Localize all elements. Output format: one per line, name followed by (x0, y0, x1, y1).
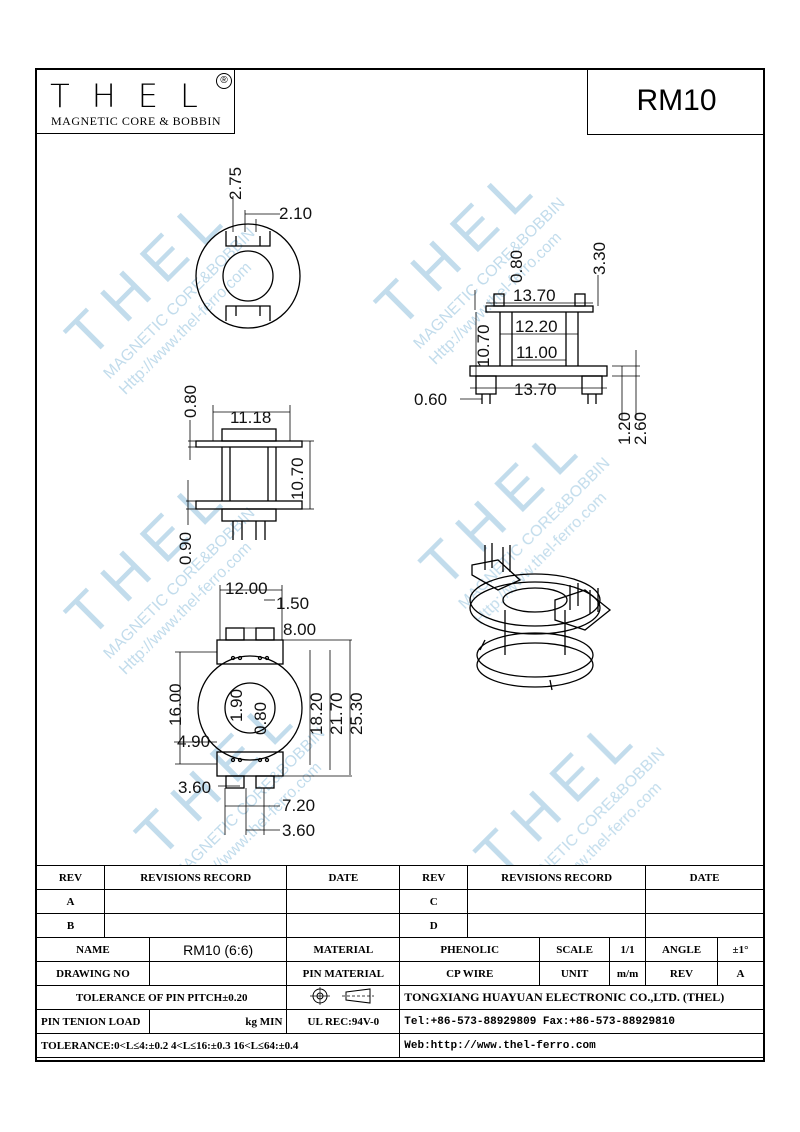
projection-symbol-icon (310, 987, 375, 1005)
watermark-1: THEL MAGNETIC CORE&BOBBIN Http://www.the… (53, 179, 258, 398)
watermark-6: THEL MAGNETIC CORE&BOBBIN Http://www.the… (463, 699, 668, 865)
dimension-labels: 2.75 2.10 0.80 11.18 10.70 0.90 0.80 3.3… (166, 167, 650, 840)
pin-material-value: CP WIRE (399, 961, 541, 986)
rev-a: A (36, 889, 105, 914)
date-header: DATE (286, 865, 401, 890)
title-row-name: NAME RM10 (6:6) MATERIAL PHENOLIC SCALE … (36, 937, 764, 962)
dim-label: 1.90 (227, 689, 246, 722)
title-row-rev-b: B D (36, 913, 764, 938)
dim-label: 16.00 (166, 683, 185, 726)
title-row-rev-a: A C (36, 889, 764, 914)
pin-material-label: PIN MATERIAL (286, 961, 401, 986)
tel-fax: Tel:+86-573-88929809 Fax:+86-573-8892981… (399, 1009, 764, 1034)
web-address: Web:http://www.thel-ferro.com (399, 1033, 764, 1058)
dim-label: 0.90 (176, 532, 195, 565)
date-header-right: DATE (645, 865, 764, 890)
tolerance-pin-pitch: TOLERANCE OF PIN PITCH±0.20 (35, 985, 288, 1010)
side-view-b (460, 275, 640, 420)
rev-header-right: REV (399, 865, 469, 890)
drawing-no-label: DRAWING NO (36, 961, 150, 986)
title-block: REV REVISIONS RECORD DATE REV REVISIONS … (35, 865, 764, 1058)
dim-label: 13.70 (513, 286, 556, 305)
title-row-tolerance-pitch: TOLERANCE OF PIN PITCH±0.20 TONGXIANG HU… (35, 985, 764, 1010)
rev-label: REV (645, 961, 718, 986)
title-row-pin-tension: PIN TENION LOAD kg MIN UL REC:94V-0 Tel:… (36, 1009, 764, 1034)
dim-label: 12.00 (225, 579, 268, 598)
dim-label: 10.70 (288, 457, 307, 500)
title-row-header: REV REVISIONS RECORD DATE REV REVISIONS … (36, 865, 764, 890)
revisions-header: REVISIONS RECORD (103, 865, 288, 890)
ul-rating: UL REC:94V-0 (286, 1009, 401, 1034)
projection-symbol (286, 985, 401, 1010)
angle-value: ±1° (717, 937, 764, 962)
revisions-header-right: REVISIONS RECORD (467, 865, 647, 890)
brand-logo: THEL (50, 77, 220, 115)
dim-label: 2.60 (631, 412, 650, 445)
angle-label: ANGLE (645, 937, 718, 962)
scale-value: 1/1 (609, 937, 647, 962)
dim-label: 18.20 (307, 692, 326, 735)
scale-label: SCALE (539, 937, 611, 962)
rev-d-record (467, 913, 647, 938)
dim-label: 13.70 (514, 380, 557, 399)
dim-label: 0.80 (251, 702, 270, 735)
rev-c: C (399, 889, 469, 914)
technical-drawing: THEL MAGNETIC CORE&BOBBIN Http://www.the… (53, 149, 668, 865)
rev-a-date (286, 889, 401, 914)
dim-label: 8.00 (283, 620, 316, 639)
logo-box (35, 68, 235, 134)
dim-label: 1.50 (276, 594, 309, 613)
rev-d: D (399, 913, 469, 938)
dim-label: 0.80 (507, 250, 526, 283)
pin-tension-unit: kg MIN (148, 1009, 288, 1034)
bottom-view (174, 585, 352, 835)
rev-b: B (36, 913, 105, 938)
dim-label: 2.75 (226, 167, 245, 200)
dim-label: 2.10 (279, 204, 312, 223)
material-value: PHENOLIC (399, 937, 541, 962)
dim-label: 3.30 (590, 242, 609, 275)
dim-label: 4.90 (177, 732, 210, 751)
title-row-tolerance: TOLERANCE:0<L≤4:±0.2 4<L≤16:±0.3 16<L≤64… (35, 1033, 764, 1058)
dim-label: 3.60 (178, 778, 211, 797)
company-name: TONGXIANG HUAYUAN ELECTRONIC CO.,LTD. (T… (399, 985, 764, 1010)
side-view-a (186, 405, 314, 540)
rev-value: A (717, 961, 764, 986)
watermark-3: THEL MAGNETIC CORE&BOBBIN Http://www.the… (53, 459, 258, 678)
general-tolerance: TOLERANCE:0<L≤4:±0.2 4<L≤16:±0.3 16<L≤64… (35, 1033, 401, 1058)
dim-label: 0.60 (414, 390, 447, 409)
unit-label: UNIT (539, 961, 611, 986)
dim-label: 1.20 (615, 412, 634, 445)
rev-b-date (286, 913, 401, 938)
unit-value: m/m (609, 961, 647, 986)
material-label: MATERIAL (286, 937, 401, 962)
dim-label: 11.00 (516, 343, 557, 362)
rev-b-record (103, 913, 288, 938)
watermark-4: THEL MAGNETIC CORE&BOBBIN Http://www.the… (408, 409, 613, 628)
rev-header: REV (36, 865, 105, 890)
registered-mark: ® (216, 73, 232, 89)
dim-label: 0.80 (181, 385, 200, 418)
drawing-no-value (148, 961, 288, 986)
dim-label: 3.60 (282, 821, 315, 840)
rev-a-record (103, 889, 288, 914)
dim-label: 7.20 (282, 796, 315, 815)
dim-label: 25.30 (347, 692, 366, 735)
dim-label: 10.70 (474, 324, 493, 367)
title-row-drawing: DRAWING NO PIN MATERIAL CP WIRE UNIT m/m… (36, 961, 764, 986)
pin-tension-label: PIN TENION LOAD (36, 1009, 150, 1034)
rev-d-date (645, 913, 764, 938)
rev-c-record (467, 889, 647, 914)
drawing-frame (35, 68, 765, 1062)
isometric-view (469, 543, 612, 691)
top-view (195, 196, 301, 329)
name-value: RM10 (6:6) (148, 937, 288, 962)
brand-tagline: MAGNETIC CORE & BOBBIN (50, 114, 221, 128)
dim-label: 12.20 (515, 317, 558, 336)
name-label: NAME (36, 937, 150, 962)
dim-label: 11.18 (230, 408, 271, 427)
rev-c-date (645, 889, 764, 914)
dim-label: 21.70 (327, 692, 346, 735)
part-number: RM10 (587, 68, 765, 135)
